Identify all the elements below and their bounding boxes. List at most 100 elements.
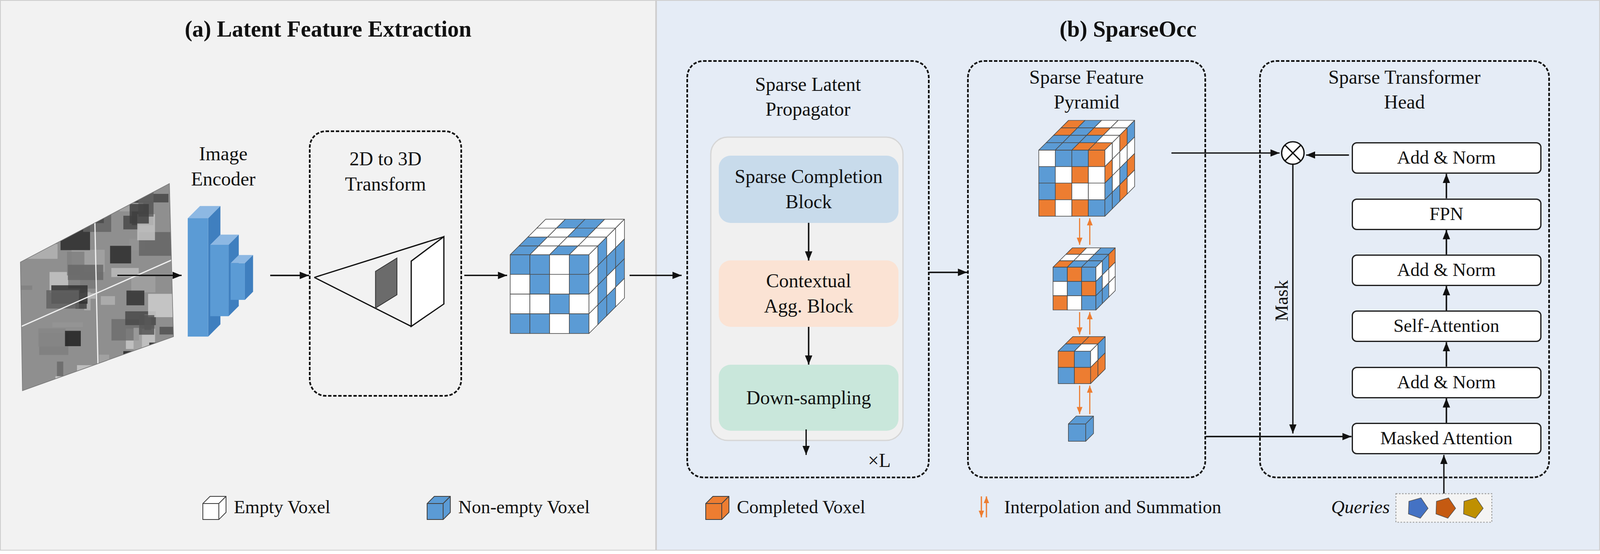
voxel [569, 274, 590, 295]
voxel-face [202, 503, 219, 520]
voxel [1086, 127, 1111, 136]
transformer-head-box: Sparse Transformer HeadAdd & NormFPNAdd … [1259, 60, 1550, 479]
voxel [569, 294, 590, 314]
output-arrow [1306, 154, 1350, 156]
voxel-face [427, 503, 444, 520]
query-arrow [1443, 454, 1445, 494]
voxel [1081, 260, 1103, 268]
voxel [1095, 135, 1120, 143]
voxel [549, 255, 570, 275]
voxel [615, 219, 625, 248]
voxel [1102, 254, 1109, 275]
voxel [510, 245, 539, 255]
voxel [1065, 247, 1087, 255]
photo-detail [39, 333, 69, 356]
photo-detail [66, 251, 85, 276]
flow-arrow [1206, 435, 1352, 438]
voxel [1119, 160, 1128, 185]
photo-detail [46, 290, 80, 309]
photo-detail [133, 327, 142, 351]
flow-arrow [1445, 230, 1448, 255]
photo-detail [143, 194, 154, 208]
downsampling-block: Down-sampling [718, 364, 899, 432]
voxel [569, 245, 599, 255]
interpolation-arrow [1079, 218, 1081, 245]
encoder-front [209, 244, 229, 317]
photo-detail [46, 386, 83, 405]
encoder-side [228, 234, 239, 317]
voxel [1105, 192, 1113, 217]
voxel [1046, 135, 1071, 143]
photo-detail [35, 188, 63, 205]
voxel [1112, 135, 1120, 160]
photo-detail [60, 225, 91, 251]
query-box [1395, 494, 1492, 523]
voxel [1119, 127, 1128, 152]
photo-detail [68, 199, 94, 209]
voxel [1095, 289, 1103, 311]
photo-detail [77, 365, 107, 392]
photo-detail [52, 322, 84, 327]
voxel [1053, 127, 1078, 136]
photo-detail [49, 272, 80, 294]
voxel [1110, 120, 1135, 128]
voxel [1055, 183, 1072, 200]
voxel [1055, 142, 1080, 151]
photo-detail [123, 351, 138, 373]
encoder-top [230, 255, 253, 264]
voxel [1057, 367, 1075, 384]
voxel [1088, 150, 1105, 167]
propagator-box: Sparse Latent Propagator×LSparse Complet… [686, 60, 930, 479]
photo-detail [75, 198, 104, 224]
node-label: 2D to 3D Transform [330, 146, 441, 197]
node-label: Add & Norm [1397, 371, 1497, 394]
panel-background: (b) SparseOccSparse Latent Propagator×LS… [656, 0, 1600, 551]
input-images [15, 178, 183, 405]
photo-detail [133, 364, 163, 389]
query-token [1435, 498, 1456, 519]
voxel [589, 245, 599, 275]
repeat-arrow [805, 429, 807, 456]
voxel [1112, 168, 1120, 193]
voxel [1088, 254, 1109, 261]
node-label: Add & Norm [1397, 146, 1497, 170]
photo-detail [126, 290, 145, 306]
masked-attention-box: Masked Attention [1351, 422, 1542, 455]
voxel [598, 236, 607, 266]
voxel [1090, 360, 1098, 384]
photo-detail [19, 204, 34, 218]
voxel [1108, 276, 1116, 298]
voxel [1060, 120, 1085, 128]
encoder-layer [230, 255, 253, 301]
voxel [549, 294, 570, 314]
voxel [1081, 281, 1096, 296]
pyramid-level [1057, 336, 1106, 384]
flow-arrow [270, 274, 309, 277]
flow-arrow [117, 274, 182, 277]
photo-detail [129, 239, 146, 251]
voxel [1105, 142, 1113, 167]
interpolation-arrow [980, 496, 983, 518]
voxel [1052, 295, 1068, 311]
voxel [538, 236, 568, 246]
voxel [615, 239, 625, 268]
voxel [1038, 166, 1056, 184]
photo-detail [91, 379, 128, 396]
voxel [606, 267, 616, 297]
voxel [1074, 344, 1098, 352]
illustration [15, 120, 1492, 523]
voxel [1095, 275, 1103, 296]
node-label: Down-sampling [746, 385, 871, 411]
repeat-label: ×L [867, 448, 891, 474]
fpn-box: FPN [1351, 198, 1542, 231]
voxel [587, 228, 616, 237]
voxel [595, 219, 625, 229]
voxel [569, 313, 590, 334]
voxel-face [721, 496, 729, 520]
voxel [589, 265, 599, 295]
pyramid-level [1068, 416, 1094, 442]
voxel [578, 236, 607, 246]
photo-detail [64, 330, 81, 346]
photo-detail [85, 178, 121, 204]
